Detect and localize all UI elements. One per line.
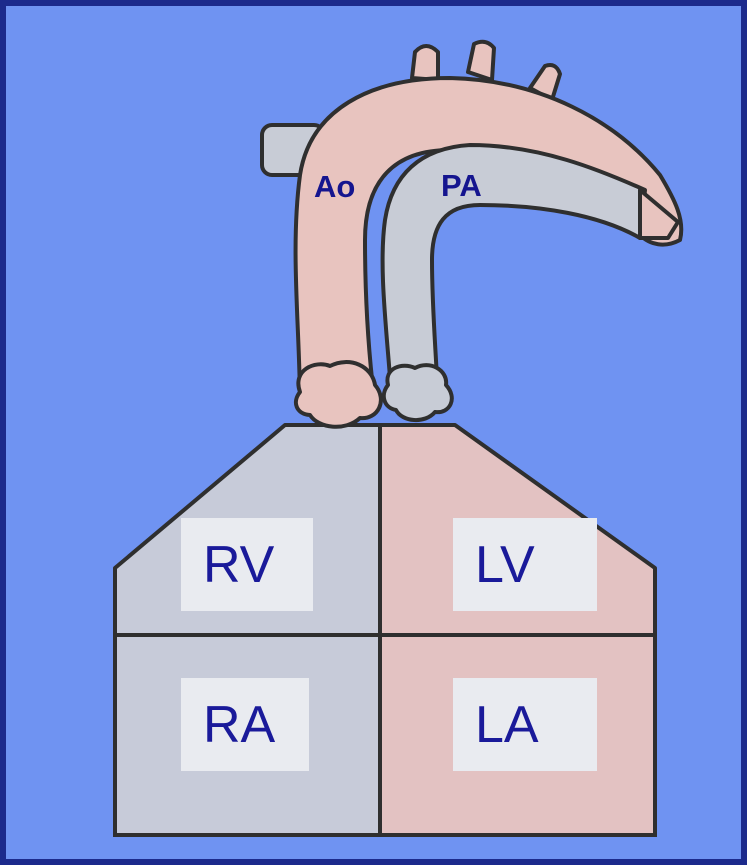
pulmonary-artery-label: PA xyxy=(441,170,482,201)
left-atrium-label: LA xyxy=(453,678,597,771)
right-ventricle-label: RV xyxy=(181,518,313,611)
pulmonary-valve-bulb xyxy=(384,365,452,420)
aorta xyxy=(296,78,682,405)
aortic-valve-bulb xyxy=(296,362,381,427)
aorta-label: Ao xyxy=(314,171,355,202)
right-atrium-label: RA xyxy=(181,678,309,771)
left-ventricle-label: LV xyxy=(453,518,597,611)
aortic-branch-1 xyxy=(412,46,438,80)
aortic-branch-2 xyxy=(468,42,494,80)
